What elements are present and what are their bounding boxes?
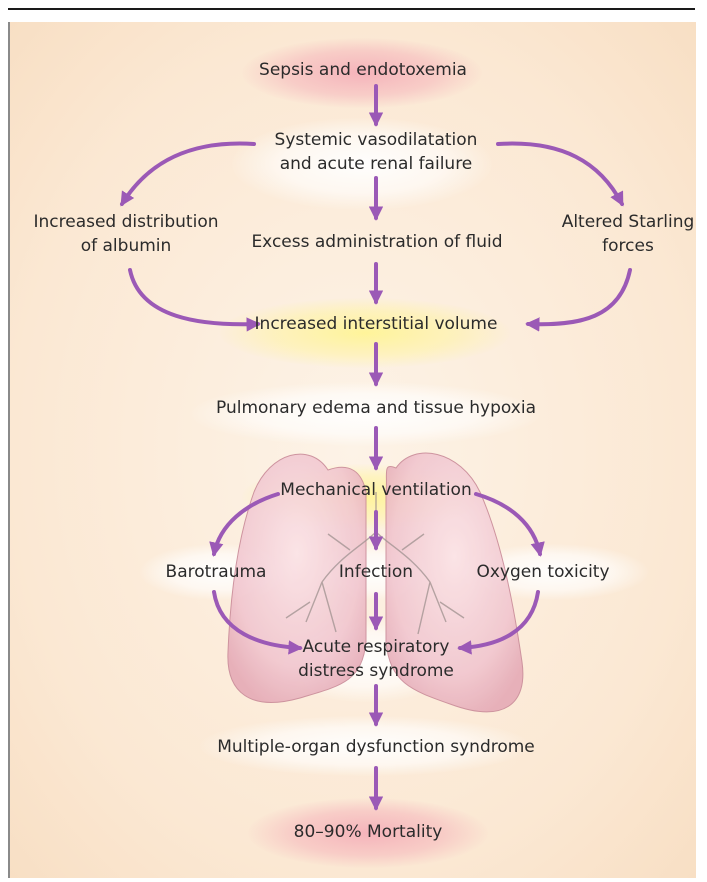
fluid-label: Excess administration of fluid [251,230,502,254]
albumin-label: Increased distribution of albumin [33,210,218,258]
top-rule [8,8,695,10]
interstitial-label: Increased interstitial volume [255,312,498,336]
vasodilatation-label: Systemic vasodilatation and acute renal … [275,128,478,176]
oxygen-toxicity-label: Oxygen toxicity [476,560,609,584]
mods-label: Multiple-organ dysfunction syndrome [217,735,535,759]
edema-label: Pulmonary edema and tissue hypoxia [216,396,536,420]
arrow-starling-to-interstitial [528,270,630,324]
ards-label: Acute respiratory distress syndrome [298,635,454,683]
infection-label: Infection [339,560,413,584]
sepsis-label: Sepsis and endotoxemia [259,58,467,82]
arrow-vaso-to-starling [498,144,622,204]
mortality-label: 80–90% Mortality [294,820,443,844]
arrow-albumin-to-interstitial [130,270,258,324]
flow-diagram: Sepsis and endotoxemia Systemic vasodila… [8,22,696,878]
starling-label: Altered Starling forces [562,210,695,258]
barotrauma-label: Barotrauma [166,560,267,584]
arrow-vaso-to-albumin [122,144,254,204]
ventilation-label: Mechanical ventilation [280,478,471,502]
